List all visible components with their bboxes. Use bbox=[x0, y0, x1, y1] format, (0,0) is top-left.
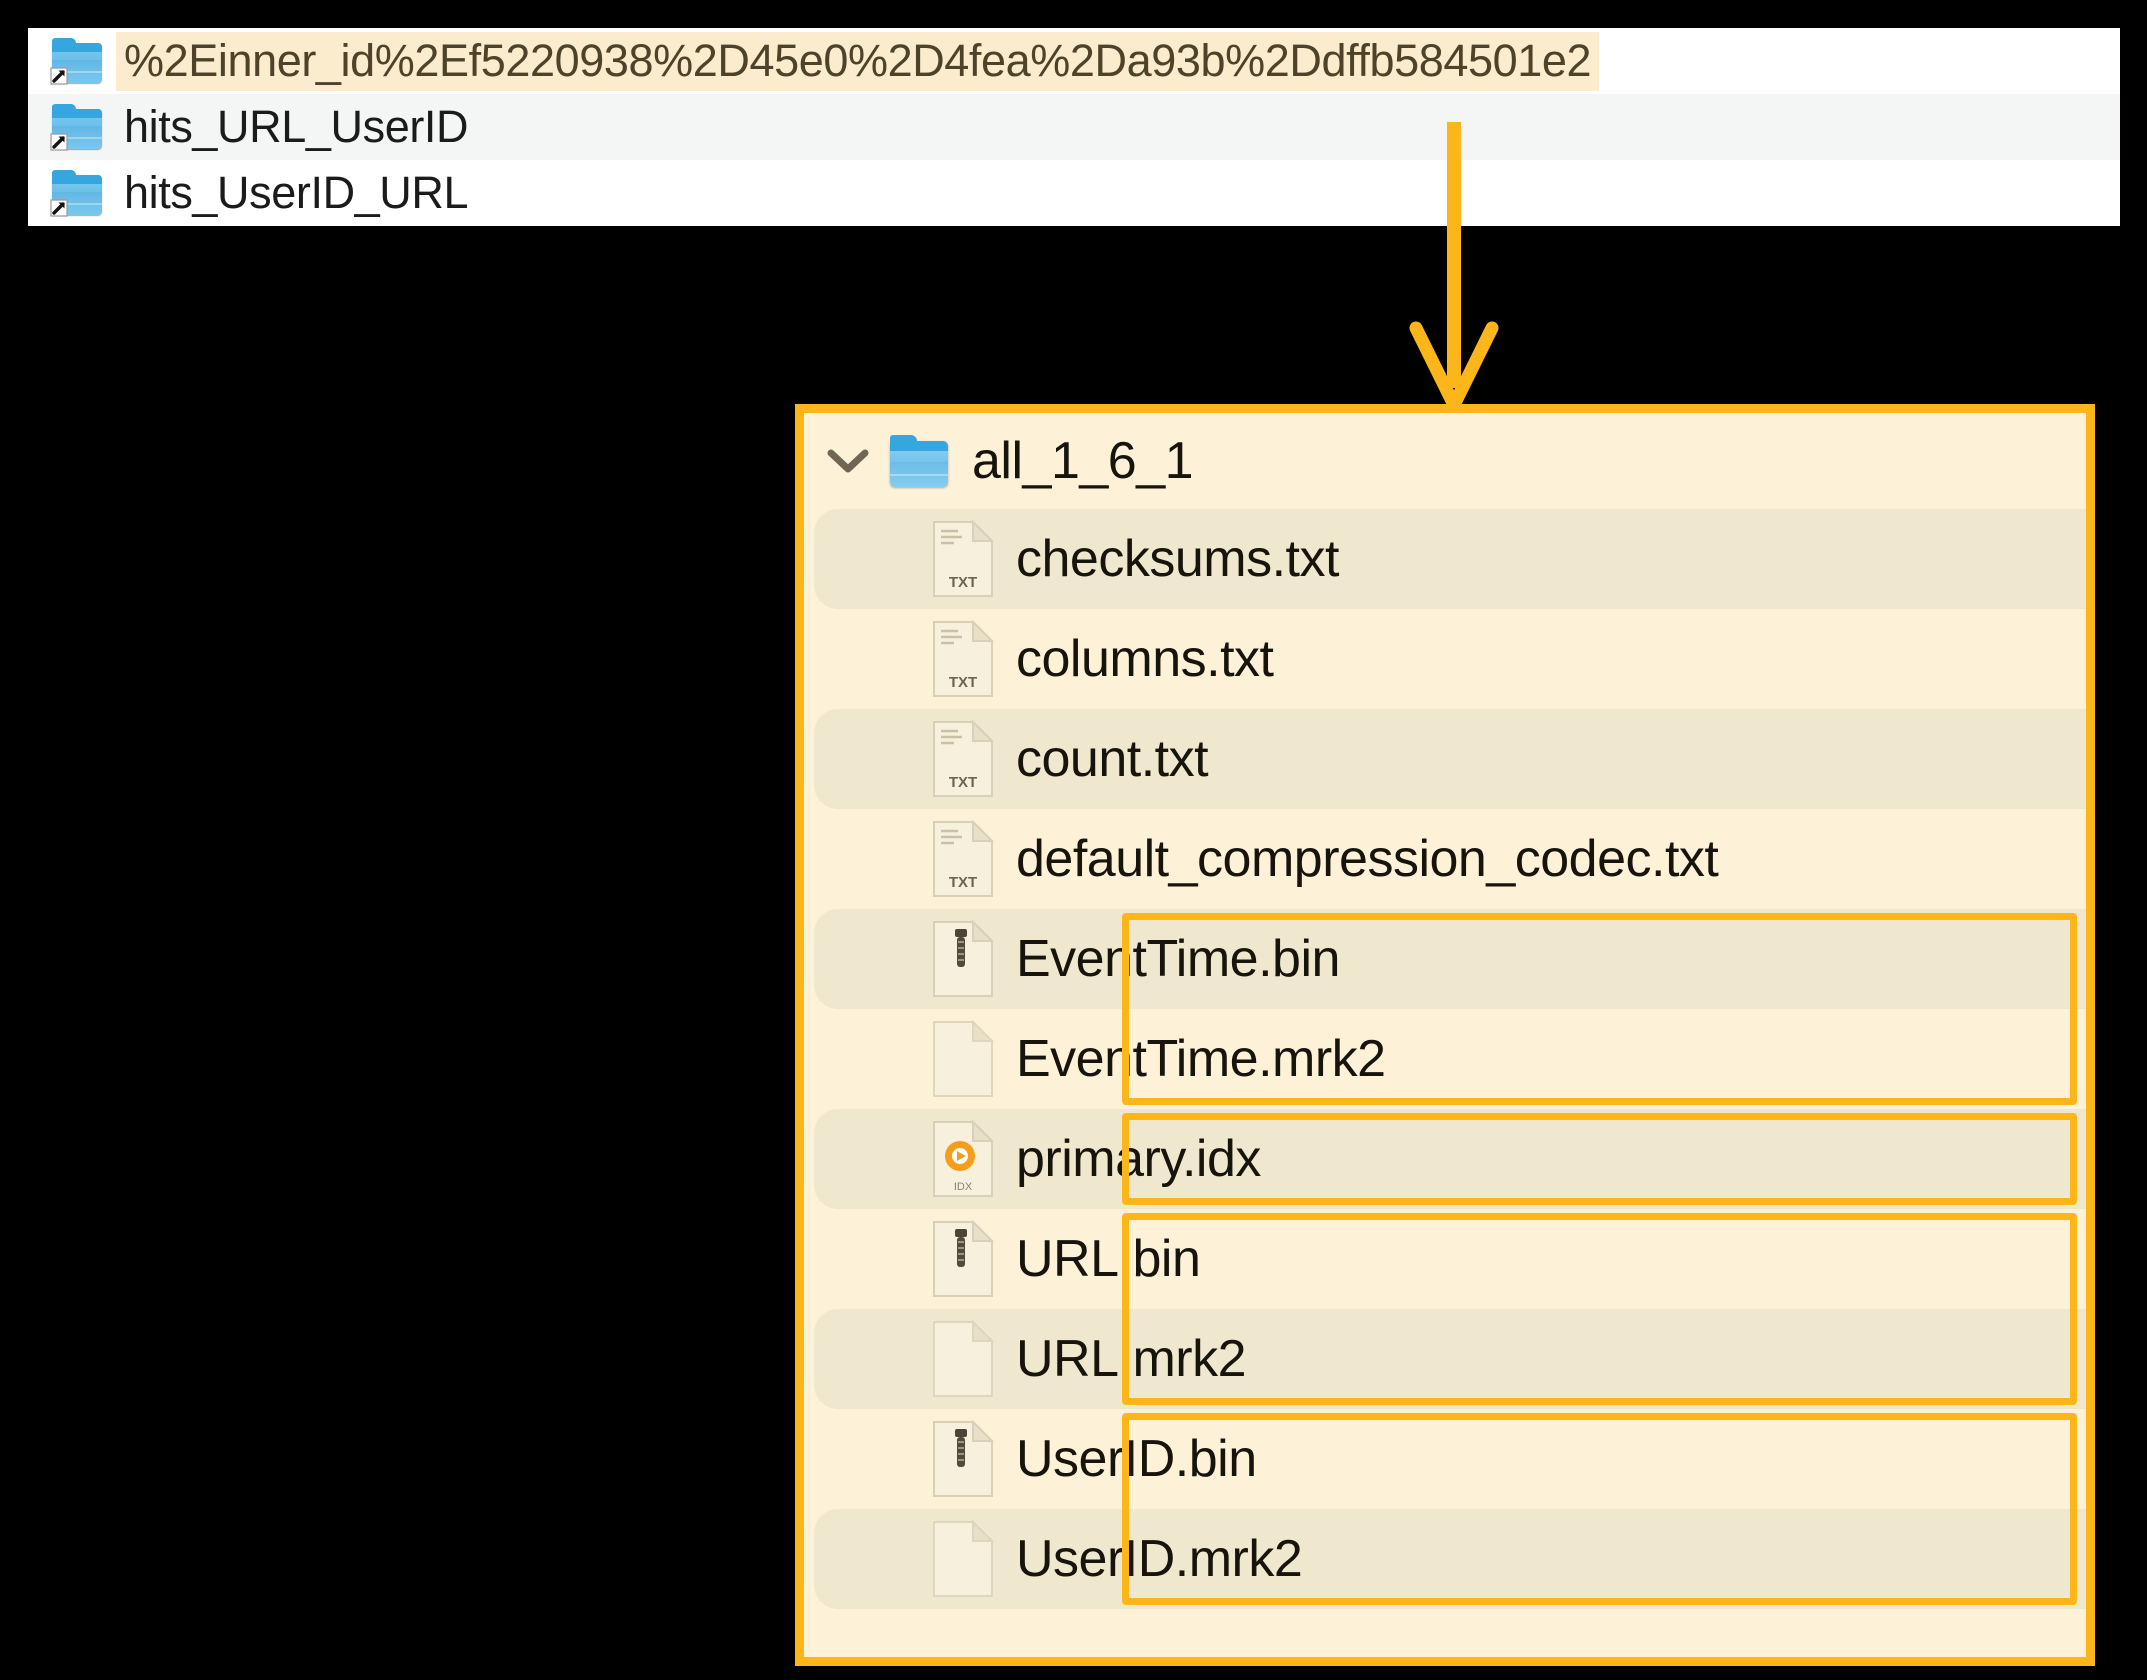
row-stripe bbox=[814, 609, 2086, 709]
chevron-down-icon[interactable] bbox=[824, 446, 872, 476]
txt-file-icon: TXT bbox=[932, 820, 994, 898]
file-name-label: UserID.bin bbox=[1016, 1430, 1257, 1488]
row-stripe bbox=[814, 709, 2086, 809]
bin-file-icon bbox=[932, 1420, 994, 1498]
file-list: TXT checksums.txt TXT columns.txt TXT co… bbox=[804, 509, 2086, 1609]
folder-symlink-icon bbox=[50, 37, 104, 85]
file-row[interactable]: EventTime.mrk2 bbox=[804, 1009, 2086, 1109]
file-name-label: EventTime.mrk2 bbox=[1016, 1030, 1386, 1088]
list-item-label: hits_UserID_URL bbox=[124, 166, 469, 218]
tree-root-label: all_1_6_1 bbox=[972, 432, 1194, 490]
row-stripe bbox=[814, 1009, 2086, 1109]
part-directory-panel: all_1_6_1 TXT checksums.txt TXT columns.… bbox=[795, 404, 2095, 1666]
txt-file-icon: TXT bbox=[932, 520, 994, 598]
svg-text:TXT: TXT bbox=[949, 874, 977, 891]
file-name-label: default_compression_codec.txt bbox=[1016, 830, 1719, 888]
file-row[interactable]: TXT count.txt bbox=[804, 709, 2086, 809]
file-name-label: URL.mrk2 bbox=[1016, 1330, 1247, 1388]
bin-file-icon bbox=[932, 920, 994, 998]
file-name-label: primary.idx bbox=[1016, 1130, 1261, 1188]
file-row[interactable]: UserID.bin bbox=[804, 1409, 2086, 1509]
tree-root-row[interactable]: all_1_6_1 bbox=[804, 413, 2086, 509]
list-item[interactable]: hits_URL_UserID bbox=[28, 94, 2120, 160]
file-row[interactable]: IDX primary.idx bbox=[804, 1109, 2086, 1209]
list-item-label: hits_URL_UserID bbox=[124, 100, 469, 152]
file-row[interactable]: URL.mrk2 bbox=[804, 1309, 2086, 1409]
svg-text:TXT: TXT bbox=[949, 674, 977, 691]
list-item[interactable]: %2Einner_id%2Ef5220938%2D45e0%2D4fea%2Da… bbox=[28, 28, 2120, 94]
txt-file-icon: TXT bbox=[932, 620, 994, 698]
symlink-arrow-icon bbox=[50, 67, 68, 85]
list-item-label: %2Einner_id%2Ef5220938%2D45e0%2D4fea%2Da… bbox=[116, 31, 1600, 91]
folder-icon bbox=[888, 434, 950, 488]
file-name-label: count.txt bbox=[1016, 730, 1209, 788]
row-stripe bbox=[814, 1509, 2086, 1609]
file-name-label: EventTime.bin bbox=[1016, 930, 1340, 988]
blank-file-icon bbox=[932, 1320, 994, 1398]
file-name-label: columns.txt bbox=[1016, 630, 1274, 688]
svg-text:IDX: IDX bbox=[954, 1181, 973, 1193]
blank-file-icon bbox=[932, 1520, 994, 1598]
file-name-label: URL.bin bbox=[1016, 1230, 1201, 1288]
blank-file-icon bbox=[932, 1020, 994, 1098]
file-row[interactable]: TXT columns.txt bbox=[804, 609, 2086, 709]
folder-symlink-icon bbox=[50, 103, 104, 151]
file-row[interactable]: UserID.mrk2 bbox=[804, 1509, 2086, 1609]
file-row[interactable]: EventTime.bin bbox=[804, 909, 2086, 1009]
symlink-folder-list: %2Einner_id%2Ef5220938%2D45e0%2D4fea%2Da… bbox=[28, 28, 2120, 226]
row-stripe bbox=[814, 1109, 2086, 1209]
row-stripe bbox=[814, 1409, 2086, 1509]
txt-file-icon: TXT bbox=[932, 720, 994, 798]
bin-file-icon bbox=[932, 1220, 994, 1298]
file-row[interactable]: TXT default_compression_codec.txt bbox=[804, 809, 2086, 909]
file-name-label: checksums.txt bbox=[1016, 530, 1339, 588]
symlink-arrow-icon bbox=[50, 133, 68, 151]
file-name-label: UserID.mrk2 bbox=[1016, 1530, 1303, 1588]
idx-file-icon: IDX bbox=[932, 1120, 994, 1198]
row-stripe bbox=[814, 1209, 2086, 1309]
svg-text:TXT: TXT bbox=[949, 574, 977, 591]
row-stripe bbox=[814, 1309, 2086, 1409]
list-item[interactable]: hits_UserID_URL bbox=[28, 160, 2120, 226]
file-row[interactable]: TXT checksums.txt bbox=[804, 509, 2086, 609]
folder-symlink-icon bbox=[50, 169, 104, 217]
symlink-arrow-icon bbox=[50, 199, 68, 217]
row-stripe bbox=[814, 509, 2086, 609]
file-row[interactable]: URL.bin bbox=[804, 1209, 2086, 1309]
row-stripe bbox=[814, 909, 2086, 1009]
svg-text:TXT: TXT bbox=[949, 774, 977, 791]
